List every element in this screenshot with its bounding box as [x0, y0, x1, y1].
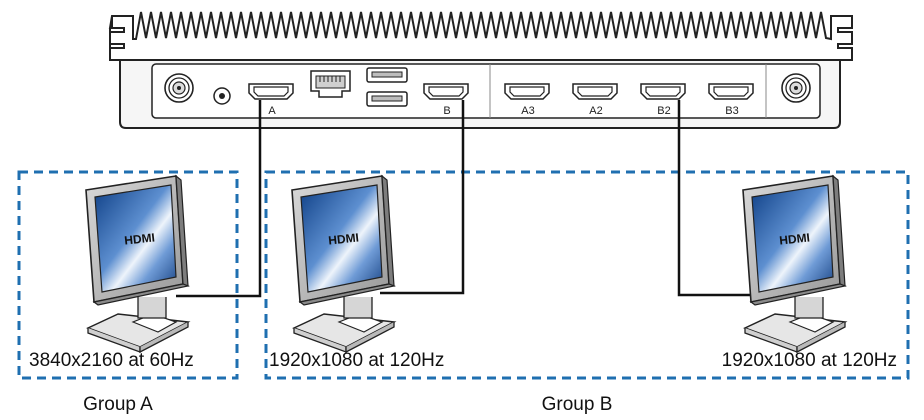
monitor-2: HDMI	[291, 175, 395, 353]
hdmi-port-b	[423, 83, 469, 100]
resolution-label-1: 3840x2160 at 60Hz	[29, 350, 194, 371]
cable-b	[380, 100, 465, 295]
group-b-label: Group B	[542, 394, 613, 415]
monitor-3-screen-label: HDMI	[779, 230, 811, 247]
port-label-a2: A2	[589, 105, 602, 117]
heatsink-fins	[0, 0, 126, 28]
port-label-a: A	[268, 105, 276, 117]
power-jack	[213, 87, 231, 105]
hdmi-port-b3	[708, 83, 754, 100]
monitor-1-screen-label: HDMI	[124, 230, 156, 247]
hdmi-port-b2	[640, 83, 686, 100]
group-a-box	[17, 170, 239, 380]
port-label-a3: A3	[521, 105, 534, 117]
antenna-connector-left	[164, 73, 194, 103]
monitor-1: HDMI	[85, 175, 189, 353]
usb-port-bottom	[366, 91, 408, 107]
hdmi-port-a2	[572, 83, 618, 100]
cable-a	[176, 100, 262, 298]
monitor-3: HDMI	[742, 175, 846, 353]
resolution-label-3: 1920x1080 at 120Hz	[722, 350, 897, 371]
group-b-box	[264, 170, 910, 380]
cable-b2	[677, 100, 760, 297]
ethernet-port	[310, 70, 351, 98]
group-a-label: Group A	[83, 394, 153, 415]
port-label-b3: B3	[725, 105, 738, 117]
port-label-b2: B2	[657, 105, 670, 117]
heatsink-outline	[108, 11, 853, 61]
chassis-left-edge	[109, 16, 113, 60]
hdmi-port-a3	[504, 83, 550, 100]
port-label-b: B	[443, 105, 450, 117]
usb-port-top	[366, 67, 408, 83]
antenna-connector-right	[781, 73, 811, 103]
monitor-2-screen-label: HDMI	[328, 230, 360, 247]
hdmi-port-a	[248, 83, 294, 100]
resolution-label-2: 1920x1080 at 120Hz	[269, 350, 444, 371]
mini-pc-chassis: A B A3 A2 B2	[0, 0, 853, 129]
